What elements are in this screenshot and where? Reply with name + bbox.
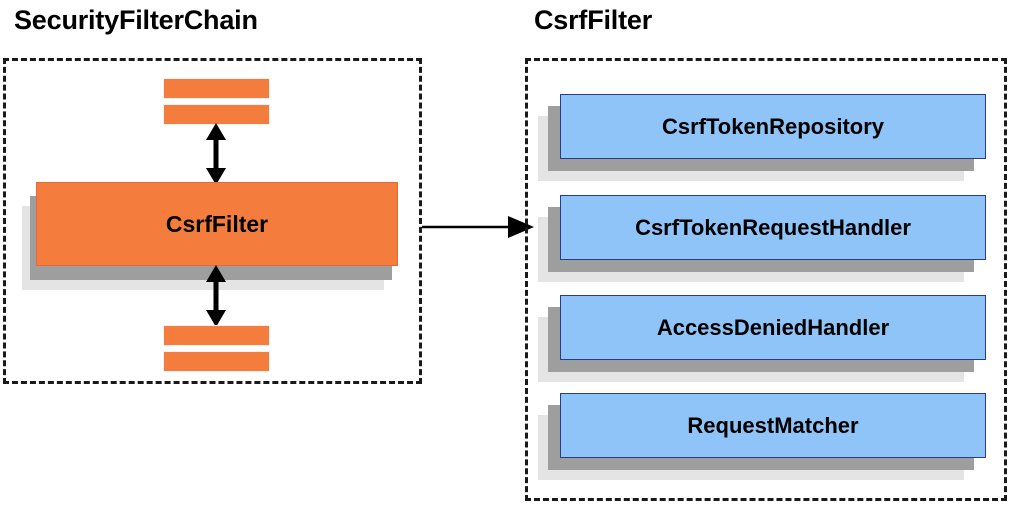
component-csrf-token-request-handler-label: CsrfTokenRequestHandler (635, 214, 911, 240)
component-request-matcher-label: RequestMatcher (687, 412, 859, 438)
filter-bar-bottom-2 (163, 351, 270, 372)
arrow-up-down-bottom-icon (206, 265, 226, 327)
component-csrf-token-repository-label: CsrfTokenRepository (661, 113, 885, 139)
component-csrf-token-request-handler[interactable]: CsrfTokenRequestHandler (538, 195, 998, 287)
component-request-matcher-face[interactable]: RequestMatcher (560, 393, 986, 458)
component-access-denied-handler[interactable]: AccessDeniedHandler (538, 295, 998, 387)
component-csrf-filter-face[interactable]: CsrfFilter (36, 182, 398, 266)
filter-bar-top-2 (163, 104, 270, 125)
page-title-csrf-filter: CsrfFilter (534, 5, 653, 35)
component-access-denied-handler-label: AccessDeniedHandler (656, 314, 890, 340)
component-csrf-filter[interactable]: CsrfFilter (22, 182, 412, 292)
filter-bar-top-1 (163, 78, 270, 99)
component-csrf-token-repository-face[interactable]: CsrfTokenRepository (560, 94, 986, 159)
component-csrf-token-repository[interactable]: CsrfTokenRepository (538, 94, 998, 186)
arrow-left-to-right-icon (422, 216, 534, 238)
group-box-security-filter-chain (3, 58, 422, 384)
component-csrf-token-request-handler-face[interactable]: CsrfTokenRequestHandler (560, 195, 986, 260)
group-box-csrf-filter (525, 58, 1007, 501)
page-title-security-filter-chain: SecurityFilterChain (14, 5, 258, 35)
component-access-denied-handler-face[interactable]: AccessDeniedHandler (560, 295, 986, 360)
filter-bar-bottom-1 (163, 325, 270, 346)
component-request-matcher[interactable]: RequestMatcher (538, 393, 998, 485)
component-csrf-filter-label: CsrfFilter (165, 210, 269, 237)
arrow-up-down-top-icon (206, 123, 226, 185)
